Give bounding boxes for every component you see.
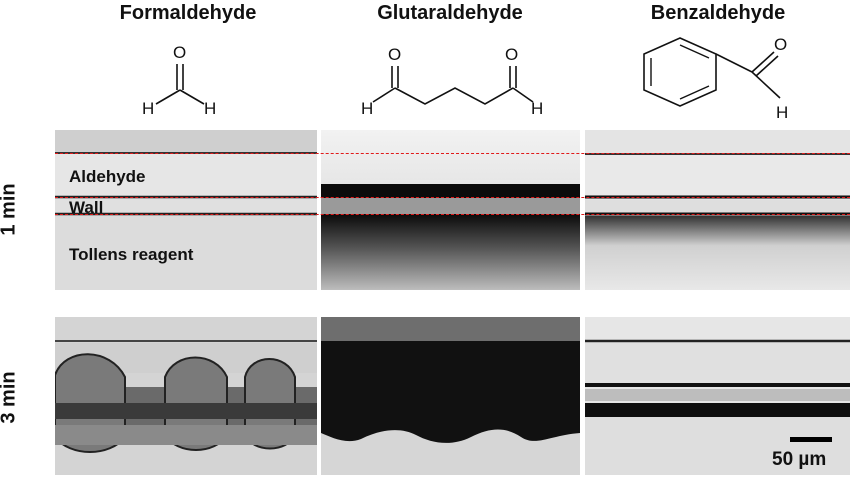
annotation-aldehyde: Aldehyde (69, 167, 146, 186)
panel-formaldehyde-3min (55, 317, 317, 475)
atom-hydrogen: H (142, 99, 154, 118)
scale-bar-label: 50 µm (772, 449, 827, 470)
panel-benzaldehyde-1min (585, 130, 850, 290)
guide-line-top (55, 153, 850, 154)
annotation-tollens-reagent: Tollens reagent (69, 245, 194, 264)
column-title-glutaraldehyde: Glutaraldehyde (377, 2, 523, 24)
guide-line-bottom (55, 214, 850, 215)
glutaraldehyde-structure: O H O H (361, 45, 543, 118)
row-label-3-min: 3 min (0, 371, 20, 423)
column-title-benzaldehyde: Benzaldehyde (650, 2, 786, 24)
atom-oxygen: O (505, 45, 518, 64)
atom-oxygen: O (388, 45, 401, 64)
scale-bar (790, 437, 832, 442)
atom-hydrogen: H (204, 99, 216, 118)
atom-hydrogen: H (776, 103, 788, 122)
formaldehyde-structure: O H H (142, 43, 216, 118)
guide-line-middle (55, 197, 850, 198)
panel-glutaraldehyde-3min (321, 317, 580, 475)
atom-oxygen: O (774, 35, 787, 54)
benzaldehyde-structure: O H (643, 35, 788, 122)
panel-benzaldehyde-3min (585, 317, 850, 475)
annotation-wall: Wall (69, 198, 104, 217)
row-label-1-min: 1 min (0, 183, 20, 235)
atom-hydrogen: H (361, 99, 373, 118)
atom-oxygen: O (173, 43, 186, 62)
panel-glutaraldehyde-1min (321, 130, 580, 290)
panel-formaldehyde-1min (55, 130, 317, 290)
atom-hydrogen: H (531, 99, 543, 118)
column-title-formaldehyde: Formaldehyde (119, 2, 257, 24)
